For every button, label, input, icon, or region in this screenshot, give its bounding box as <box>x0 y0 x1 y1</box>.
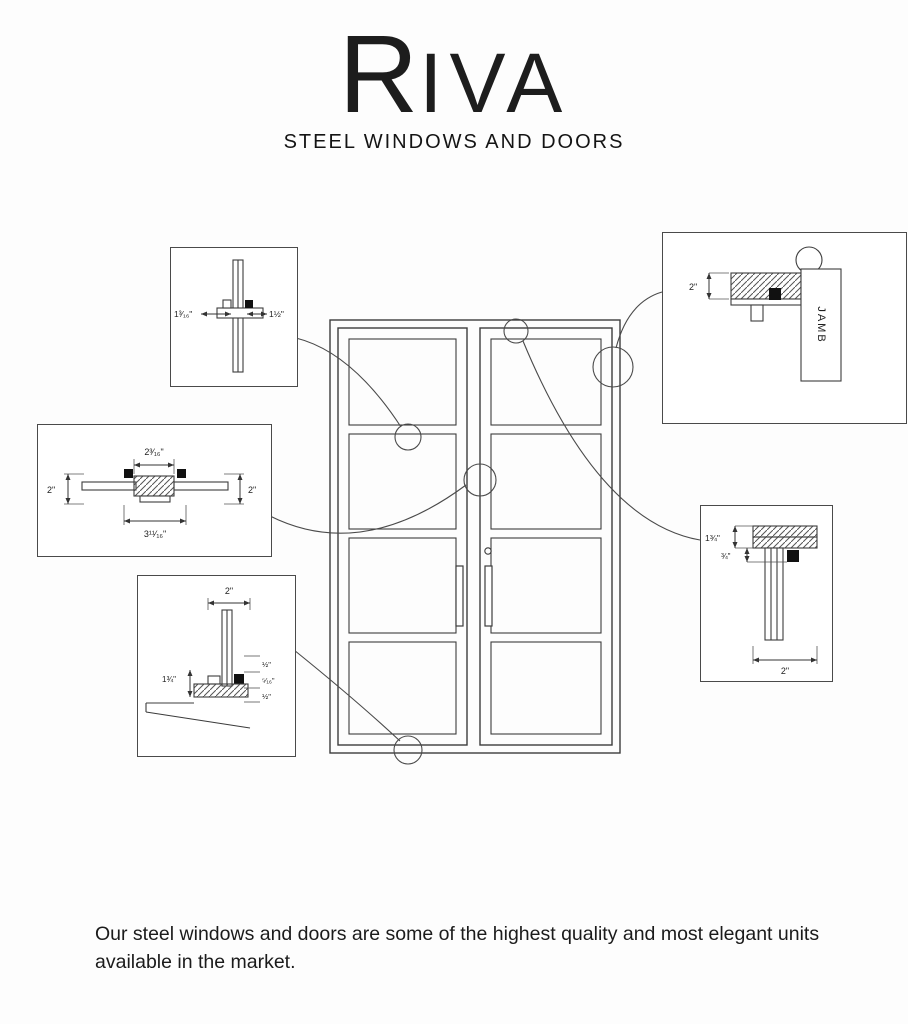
lock-cylinder <box>484 547 492 555</box>
head-profile <box>752 525 818 641</box>
callout-circle-jamb <box>592 346 634 388</box>
door-panel <box>348 537 457 634</box>
meeting-stile-dim-bottom: 3¹¹⁄₁₆" <box>144 529 166 539</box>
leader-line-head <box>522 340 701 541</box>
detail-box-meeting-stile-section: 2³⁄₁₆" 3¹¹⁄₁₆" 2" 2" <box>37 424 272 557</box>
head-dim-a: 1¾" <box>705 533 720 543</box>
leader-line-meeting-stile <box>269 484 467 534</box>
meeting-stile-profile <box>81 469 229 503</box>
door-outer-frame <box>329 319 621 754</box>
mullion-profile <box>216 259 264 373</box>
callout-circle-meeting-stile <box>463 463 497 497</box>
meeting-stile-dim-top: 2³⁄₁₆" <box>144 447 163 457</box>
sill-profile <box>145 609 251 729</box>
sill-dim-r2: ⁵⁄₁₆" <box>262 676 275 685</box>
leader-line-mullion <box>295 337 402 428</box>
door-panel <box>490 537 602 634</box>
door-handle-left <box>455 565 464 627</box>
door-panel <box>490 338 602 426</box>
footer-text: Our steel windows and doors are some of … <box>95 922 820 973</box>
meeting-stile-dim-left: 2" <box>47 485 55 495</box>
door-panel <box>348 433 457 530</box>
callout-circle-sill <box>393 735 423 765</box>
brand-logo: RIVA <box>0 20 908 130</box>
door-panel <box>348 338 457 426</box>
head-dim-bottom: 2" <box>781 666 789 676</box>
callout-circle-mullion <box>394 423 422 451</box>
jamb-profile <box>730 246 842 382</box>
door-panels <box>348 338 602 735</box>
jamb-dim-depth: 2" <box>689 282 697 292</box>
meeting-stile-dim-right: 2" <box>248 485 256 495</box>
sill-dim-top: 2" <box>225 586 233 596</box>
door-right-leaf <box>479 327 613 746</box>
sill-dim-left: 1¾" <box>162 675 176 684</box>
brand-tagline: STEEL WINDOWS AND DOORS <box>283 131 625 154</box>
detail-box-mullion-section: 1³⁄₁₆" 1½" <box>170 247 298 387</box>
door-panel <box>490 641 602 735</box>
brand-header: RIVA STEEL WINDOWS AND DOORS <box>0 20 908 154</box>
mullion-dim-right: 1½" <box>269 309 284 319</box>
sill-dim-r1: ½" <box>262 660 271 669</box>
detail-box-sill-section: 2" 1¾" ½" ⁵⁄₁₆" ½" <box>137 575 296 757</box>
leader-line-jamb <box>615 291 663 349</box>
callout-leaders <box>269 291 701 765</box>
door-handle-right <box>484 565 493 627</box>
mullion-dim-left: 1³⁄₁₆" <box>174 309 192 319</box>
sill-dim-r3: ½" <box>262 692 271 701</box>
door-panel <box>348 641 457 735</box>
callout-circle-head <box>503 318 529 344</box>
leader-line-sill <box>293 649 401 742</box>
brand-logo-rest: IVA <box>419 36 570 130</box>
jamb-label: JAMB <box>815 306 827 343</box>
door-elevation <box>329 319 621 754</box>
head-dim-b: ¾" <box>721 552 731 561</box>
detail-box-head-section: 1¾" ¾" 2" <box>700 505 833 682</box>
brand-logo-initial: R <box>338 13 420 136</box>
detail-box-jamb-section: 2" JAMB <box>662 232 907 424</box>
door-left-leaf <box>337 327 468 746</box>
door-panel <box>490 433 602 530</box>
